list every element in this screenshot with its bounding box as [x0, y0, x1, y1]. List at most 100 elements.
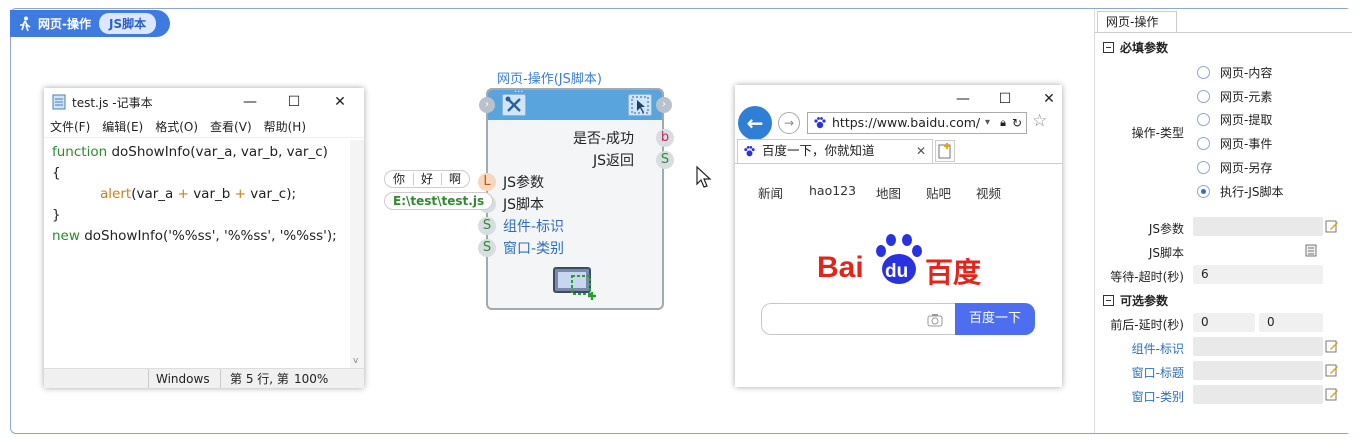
back-button[interactable]: ←: [738, 106, 772, 140]
op-type-option-selected[interactable]: 执行-JS脚本: [1197, 183, 1284, 200]
edit-icon[interactable]: [1325, 387, 1339, 401]
window-title-field[interactable]: [1193, 361, 1323, 380]
param-word: 啊: [449, 172, 462, 186]
delay-before-field[interactable]: 0: [1193, 313, 1255, 332]
paw-icon: [876, 234, 922, 284]
baidu-logo: Bai du 百度: [817, 233, 989, 289]
minimize-button[interactable]: —: [243, 94, 257, 110]
window-class-field[interactable]: [1193, 385, 1323, 404]
param-word: 你: [393, 172, 406, 186]
input-js-param-port[interactable]: L: [478, 173, 496, 191]
new-tab-button[interactable]: [935, 140, 955, 162]
logo-du: du: [885, 261, 909, 282]
search-input[interactable]: [761, 303, 955, 335]
tools-button[interactable]: [502, 94, 526, 116]
output-success-port[interactable]: b: [656, 129, 674, 147]
status-eol: Windows: [156, 371, 210, 386]
param-word: 好: [421, 172, 434, 186]
radio-dot: [1197, 90, 1210, 103]
document-icon[interactable]: [1305, 244, 1317, 257]
menu-edit[interactable]: 编辑(E): [102, 120, 144, 134]
paw-icon: [744, 146, 755, 157]
node-output-arrow[interactable]: ›: [656, 97, 672, 113]
input-component-label: 组件-标识: [503, 219, 565, 235]
search-button[interactable]: 百度一下: [955, 303, 1035, 335]
required-section-toggle[interactable]: 必填参数: [1103, 39, 1168, 56]
nav-video[interactable]: 视频: [976, 186, 1002, 201]
panel-tab-divider: [1095, 32, 1352, 33]
input-component-port[interactable]: S: [478, 217, 496, 235]
notepad-titlebar[interactable]: test.js -记事本: [44, 88, 364, 116]
action-node[interactable]: ... › › 是否-成功 b JS返回 S L JS参数 S JS脚本 S 组…: [478, 84, 674, 310]
op-type-label: 操作-类型: [1131, 126, 1184, 140]
tab-close-icon[interactable]: ✕: [915, 144, 926, 158]
op-type-option[interactable]: 网页-提取: [1197, 111, 1272, 128]
js-param-label: JS参数: [1148, 222, 1184, 236]
op-type-option[interactable]: 网页-元素: [1197, 88, 1272, 105]
vertical-scrollbar[interactable]: v: [350, 140, 364, 368]
js-param-field[interactable]: [1193, 217, 1323, 236]
close-button[interactable]: ✕: [334, 94, 346, 110]
nav-map[interactable]: 地图: [876, 186, 902, 201]
op-type-option[interactable]: 网页-另存: [1197, 159, 1272, 176]
maximize-button[interactable]: ☐: [287, 94, 301, 110]
file-icon: [52, 94, 66, 110]
input-js-script-label: JS脚本: [503, 197, 545, 213]
input-window-class-port[interactable]: S: [478, 239, 496, 257]
header-pill[interactable]: 网页-操作 JS脚本: [10, 10, 170, 37]
back-arrow-icon: ←: [746, 111, 764, 135]
component-field[interactable]: [1193, 337, 1323, 356]
address-bar[interactable]: https://www.baidu.com/ ▾ 🔒︎ ↻: [807, 112, 1027, 134]
new-tab-icon: [938, 143, 951, 159]
menu-file[interactable]: 文件(F): [50, 120, 91, 134]
menu-format[interactable]: 格式(O): [155, 120, 199, 134]
output-js-return-port[interactable]: S: [656, 151, 674, 169]
browser-window[interactable]: — ☐ ✕ ← → https://www.baidu.com/ ▾ 🔒︎ ↻ …: [735, 85, 1062, 387]
property-panel: 网页-操作 必填参数 操作-类型 网页-内容 网页-元素 网页-提取 网页-事件…: [1094, 9, 1352, 433]
camera-icon[interactable]: [927, 313, 943, 327]
notepad-window[interactable]: test.js -记事本 — ☐ ✕ 文件(F) 编辑(E) 格式(O) 查看(…: [44, 88, 364, 388]
script-path-chip[interactable]: E:\test\test.js: [384, 192, 494, 210]
menu-view[interactable]: 查看(V): [210, 120, 252, 134]
cursor-target-icon: [631, 96, 649, 114]
refresh-icon[interactable]: ↻: [1011, 116, 1022, 130]
edit-icon[interactable]: [1325, 339, 1339, 353]
js-script-field[interactable]: [1193, 241, 1323, 260]
code-editor[interactable]: function doShowInfo(var_a, var_b, var_c)…: [44, 140, 364, 368]
browser-maximize-button[interactable]: ☐: [998, 91, 1012, 107]
timeout-field[interactable]: 6: [1193, 265, 1323, 284]
tab-title: 百度一下，你就知道: [762, 143, 875, 158]
forward-button[interactable]: →: [778, 112, 800, 134]
url-dropdown-icon[interactable]: ▾: [984, 117, 990, 128]
tab-divider: [735, 163, 1062, 164]
nav-tieba[interactable]: 贴吧: [926, 186, 952, 201]
browser-tab[interactable]: 百度一下，你就知道 ✕: [737, 139, 933, 163]
op-type-option[interactable]: 网页-内容: [1197, 64, 1272, 81]
paw-icon: [814, 117, 826, 129]
menu-help[interactable]: 帮助(H): [263, 120, 307, 134]
node-handle[interactable]: ...: [514, 84, 524, 95]
radio-dot-selected: [1197, 185, 1210, 198]
header-title: 网页-操作: [38, 17, 91, 31]
radio-dot: [1197, 66, 1210, 79]
target-button[interactable]: [628, 94, 652, 116]
edit-icon[interactable]: [1325, 219, 1339, 233]
status-zoom: 100%: [294, 371, 329, 386]
nav-hao123[interactable]: hao123: [809, 183, 857, 198]
lock-icon: 🔒︎: [1000, 116, 1006, 129]
node-input-arrow[interactable]: ›: [479, 97, 495, 113]
notepad-menubar: 文件(F) 编辑(E) 格式(O) 查看(V) 帮助(H): [44, 116, 364, 138]
nav-news[interactable]: 新闻: [758, 186, 784, 201]
collapse-icon: [1103, 295, 1114, 306]
star-icon[interactable]: ☆: [1032, 111, 1048, 131]
delay-after-field[interactable]: 0: [1259, 313, 1323, 332]
op-type-option[interactable]: 网页-事件: [1197, 135, 1272, 152]
delay-label: 前后-延时(秒): [1110, 318, 1184, 332]
optional-section-toggle[interactable]: 可选参数: [1103, 292, 1168, 309]
param-chip[interactable]: 你 好 啊: [384, 170, 470, 188]
browser-close-button[interactable]: ✕: [1043, 91, 1055, 107]
edit-icon[interactable]: [1325, 363, 1339, 377]
node-header[interactable]: ...: [488, 84, 662, 120]
browser-minimize-button[interactable]: —: [956, 91, 970, 107]
panel-tab[interactable]: 网页-操作: [1097, 11, 1177, 33]
